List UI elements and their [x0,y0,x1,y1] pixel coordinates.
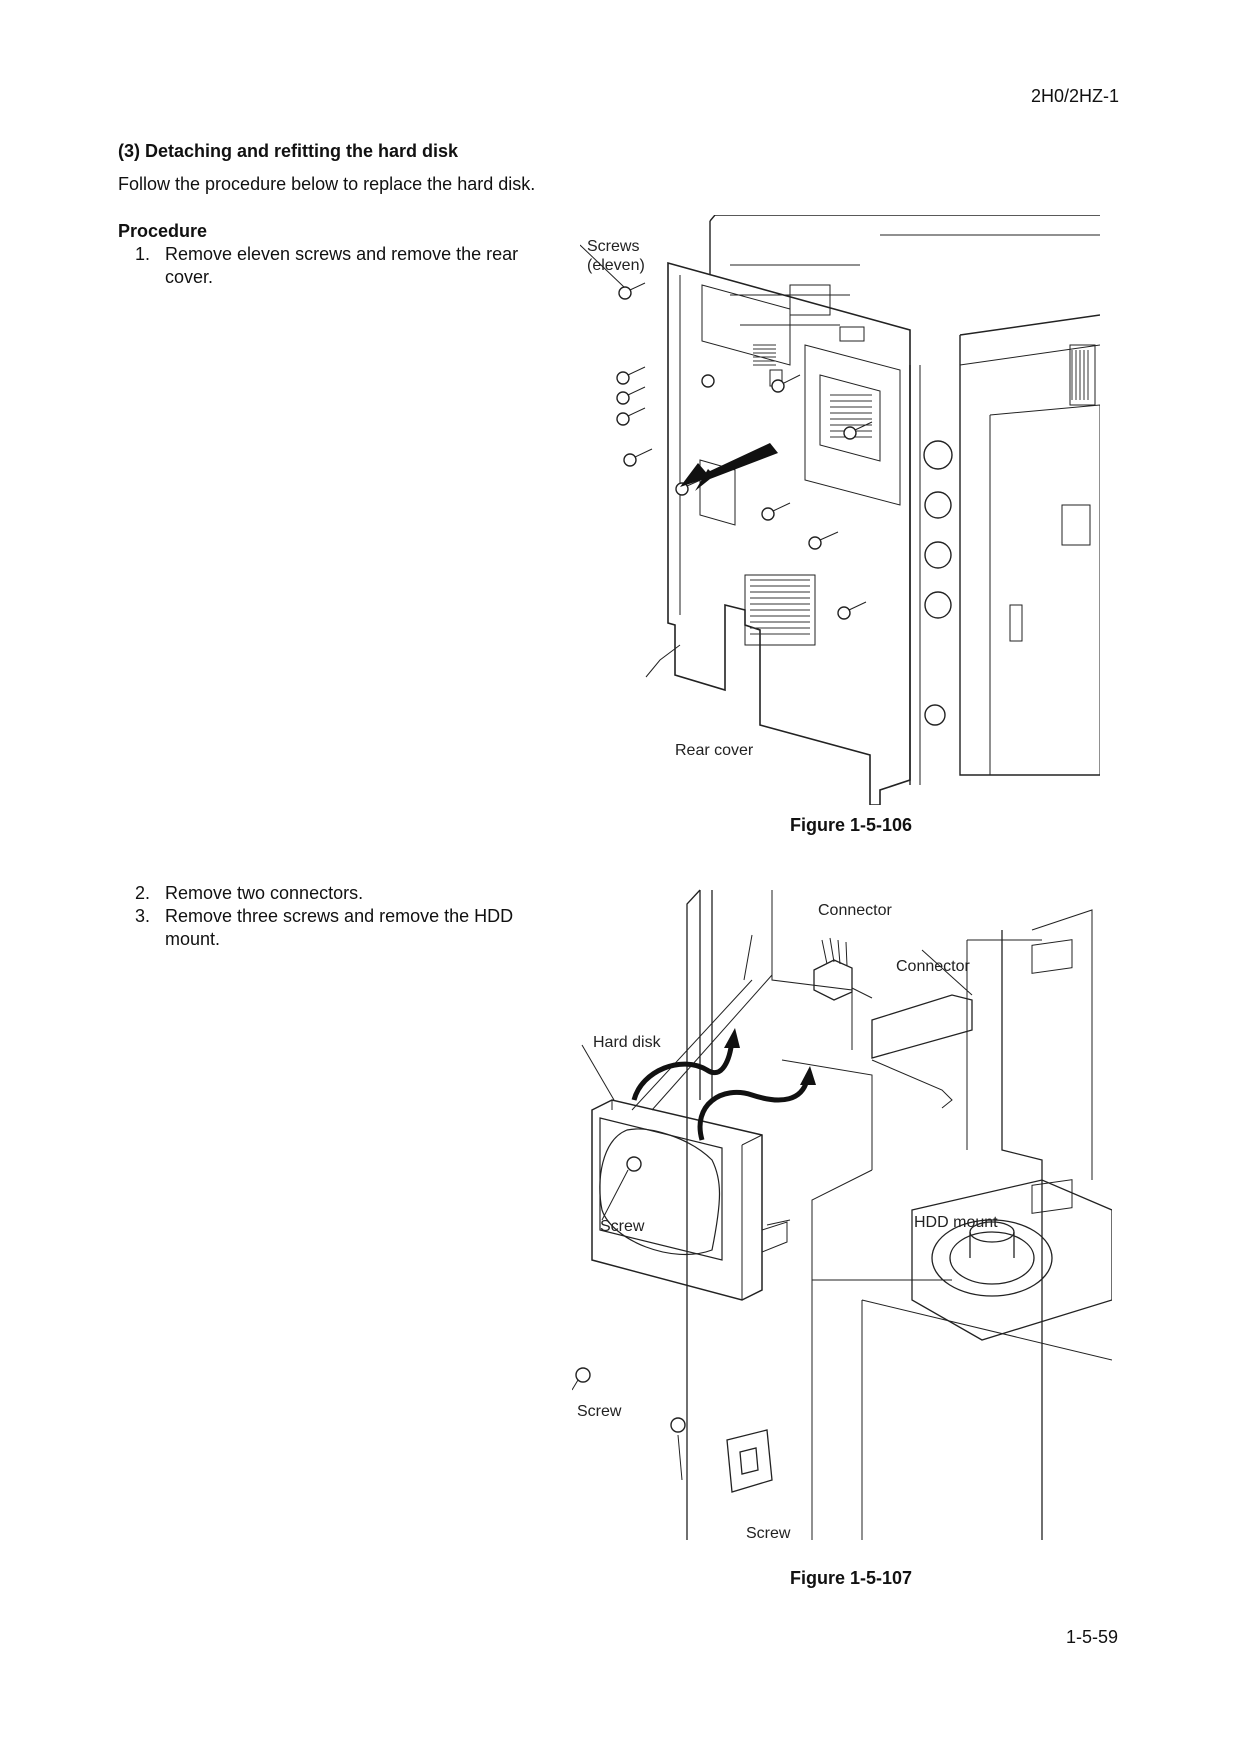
document-code: 2H0/2HZ-1 [1030,86,1119,106]
procedure-steps-1: 1. Remove eleven screws and remove the r… [118,243,558,289]
figure-caption: Figure 1-5-106 [790,815,913,835]
page-number: 1-5-59 [1065,1627,1118,1647]
step-number: 1. [135,244,151,264]
label-hdd-mount: HDD mount [914,1214,998,1231]
step-1: 1. Remove eleven screws and remove the r… [118,243,558,289]
label-screw-1: Screw [600,1218,645,1235]
label-connector-top: Connector [818,902,892,919]
step-number: 3. [135,906,151,926]
label-screws-count: (eleven) [587,257,645,274]
step-number: 2. [135,883,151,903]
label-screw-3: Screw [746,1525,791,1542]
label-screws: Screws [587,238,640,255]
figure-caption: Figure 1-5-107 [790,1568,913,1588]
label-rear-cover: Rear cover [675,742,754,759]
intro-text: Follow the procedure below to replace th… [118,174,536,194]
section-title: (3) Detaching and refitting the hard dis… [118,141,459,161]
rear-cover-illustration [580,215,1100,805]
step-text: Remove three screws and remove the HDD m… [165,906,514,949]
hard-disk-illustration [572,889,1112,1540]
procedure-heading: Procedure [118,221,208,241]
label-hard-disk: Hard disk [593,1034,661,1051]
label-connector-right: Connector [896,958,970,975]
procedure-steps-2: 2. Remove two connectors. 3. Remove thre… [118,882,558,951]
figure-hard-disk [572,880,1112,1540]
label-screw-2: Screw [577,1403,622,1420]
step-3: 3. Remove three screws and remove the HD… [118,905,558,951]
step-text: Remove two connectors. [165,883,364,903]
figure-rear-cover [580,215,1100,805]
step-text: Remove eleven screws and remove the rear… [165,244,519,287]
step-2: 2. Remove two connectors. [118,882,558,905]
